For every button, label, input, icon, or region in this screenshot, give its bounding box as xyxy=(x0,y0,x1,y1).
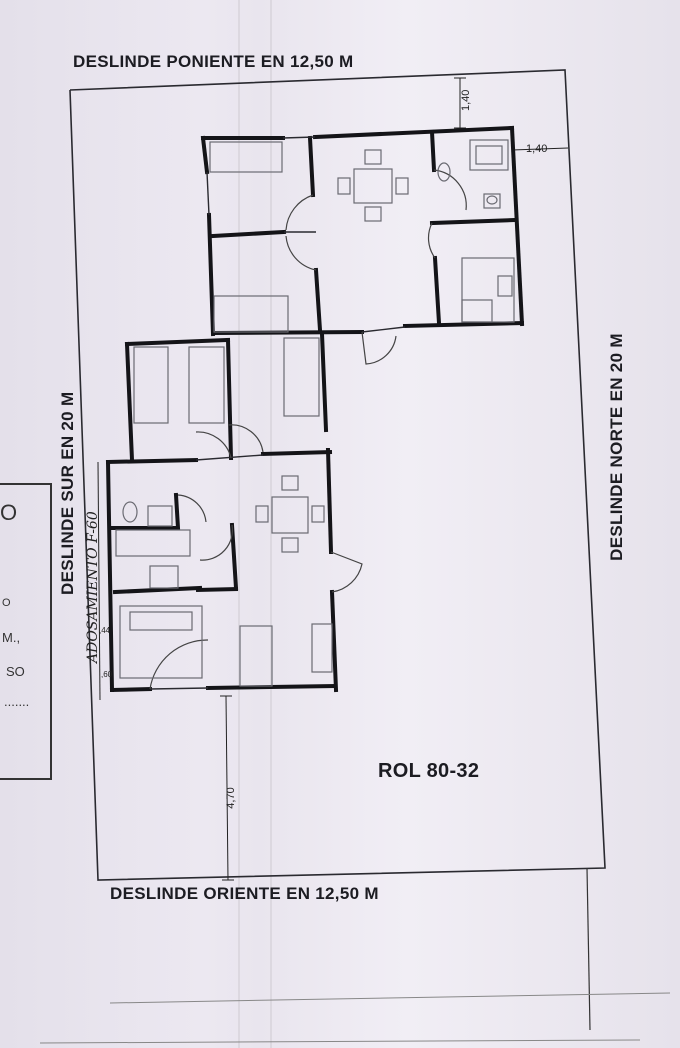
paper-fold xyxy=(238,0,240,1048)
legend-text: M., xyxy=(2,630,21,645)
legend-box xyxy=(0,483,52,780)
boundary-label-top: DESLINDE PONIENTE EN 12,50 M xyxy=(73,52,354,71)
dimension-label-bottom: 4,70 xyxy=(225,787,237,809)
legend-text: O xyxy=(2,597,11,609)
dimension-label-side: ,44 xyxy=(99,626,111,635)
dimension-label-right: 1,40 xyxy=(526,143,548,155)
legend-text: SO xyxy=(6,664,25,679)
rol-label: ROL 80-32 xyxy=(378,760,480,782)
door-swings xyxy=(149,169,467,690)
boundary-label-left: DESLINDE SUR EN 20 M xyxy=(58,391,77,595)
furniture xyxy=(115,139,515,687)
partitions xyxy=(149,136,406,690)
paper-fold xyxy=(270,0,272,1048)
street-line xyxy=(109,992,671,1004)
street-line xyxy=(39,1039,641,1044)
dimension-side xyxy=(97,461,101,701)
boundary-label-bottom: DESLINDE ORIENTE EN 12,50 M xyxy=(110,884,379,903)
boundary-label-right: DESLINDE NORTE EN 20 M xyxy=(607,333,626,561)
legend-text: O xyxy=(0,500,18,525)
property-boundary xyxy=(69,69,606,881)
dimension-label-top: 1,40 xyxy=(460,89,472,111)
dimension-top xyxy=(454,77,466,129)
dimension-bottom xyxy=(220,695,234,881)
extension-line xyxy=(586,867,591,1031)
dimension-label-side: ,60 xyxy=(101,670,113,679)
legend-text: ....... xyxy=(4,694,30,709)
handwritten-note: ADOSAMIENTO F-60 xyxy=(85,511,101,663)
